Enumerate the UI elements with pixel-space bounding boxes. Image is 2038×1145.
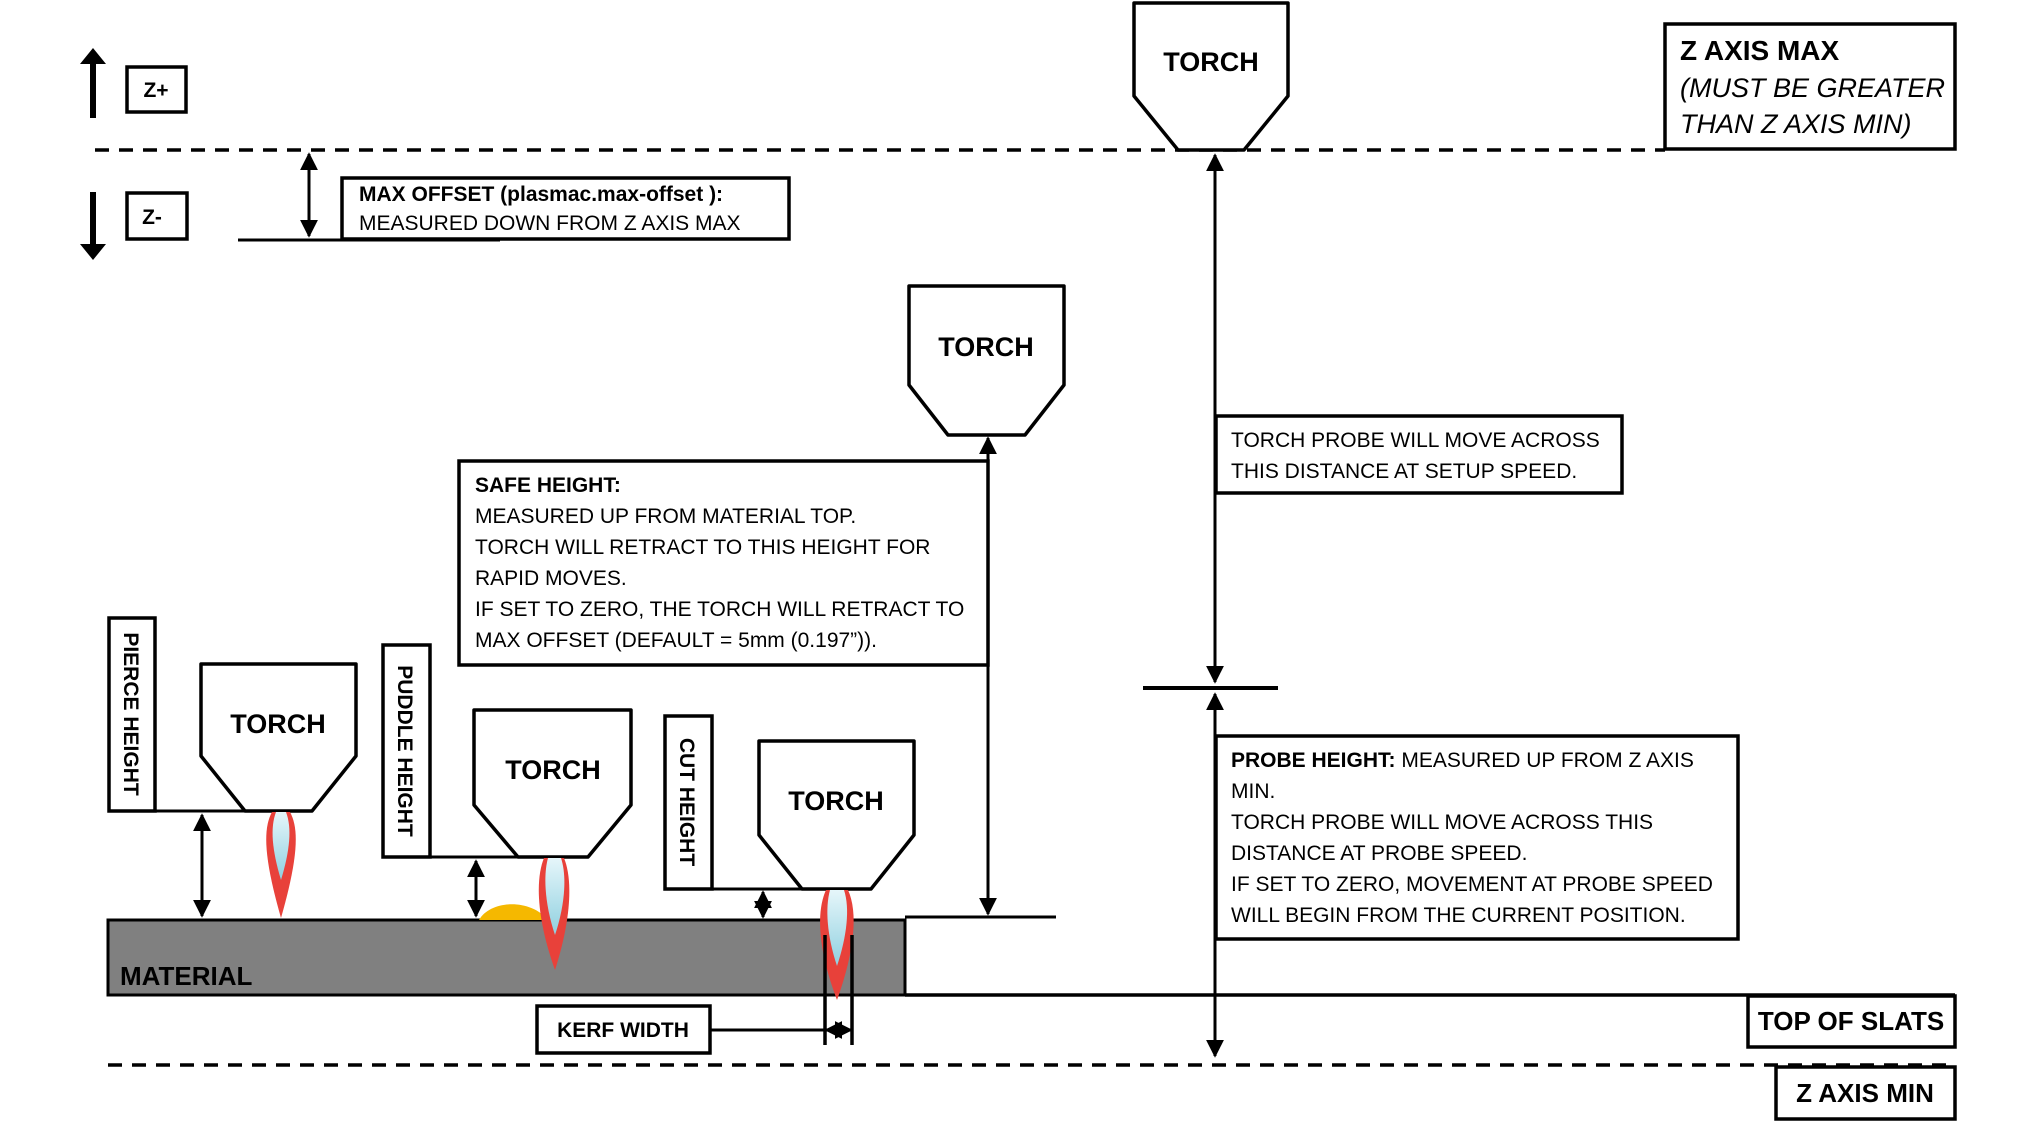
material-block [106, 918, 907, 997]
z-minus-indicator: Z- [80, 191, 189, 260]
puddle-height-label-box [381, 643, 432, 859]
svg-text:PROBE HEIGHT: MEASURED UP FROM: PROBE HEIGHT: MEASURED UP FROM Z AXIS [1231, 749, 1694, 772]
puddle-icon [479, 904, 548, 920]
torch-puddle [472, 708, 633, 859]
cut-flame-icon [820, 890, 854, 1000]
probe-height-title: PROBE HEIGHT: [1231, 749, 1396, 772]
cut-height-label-box [663, 714, 714, 891]
pierce-flame-icon [266, 812, 296, 918]
kerf-width-label: KERF WIDTH [557, 1019, 689, 1042]
safe-height-line-4: IF SET TO ZERO, THE TORCH WILL RETRACT T… [475, 598, 964, 621]
probe-height-line-3: DISTANCE AT PROBE SPEED. [1231, 842, 1527, 865]
top-of-slats-label: TOP OF SLATS [1758, 1006, 1944, 1036]
torch-pierce-label: TORCH [230, 709, 326, 739]
cut-height-label: CUT HEIGHT [675, 738, 698, 867]
torch-top: TORCH [1132, 1, 1290, 152]
pierce-height-label-box [107, 616, 157, 813]
z-plus-label: Z+ [143, 79, 168, 102]
probe-height-line-5: WILL BEGIN FROM THE CURRENT POSITION. [1231, 904, 1686, 927]
safe-height-title: SAFE HEIGHT: [475, 474, 621, 497]
z-plus-box [125, 65, 188, 114]
probe-height-title-rest: MEASURED UP FROM Z AXIS [1396, 749, 1694, 772]
puddle-flame-icon [538, 858, 570, 970]
safe-height-line-3: RAPID MOVES. [475, 567, 627, 590]
z-minus-label: Z- [142, 206, 162, 229]
cut-height-group: CUT HEIGHT TORCH [663, 714, 916, 1045]
probe-height-line-4: IF SET TO ZERO, MOVEMENT AT PROBE SPEED [1231, 873, 1713, 896]
probe-height-line-2: TORCH PROBE WILL MOVE ACROSS THIS [1231, 811, 1653, 834]
max-offset-text: MEASURED DOWN FROM Z AXIS MAX [359, 212, 741, 235]
safe-height-box: SAFE HEIGHT: MEASURED UP FROM MATERIAL T… [457, 459, 990, 667]
pierce-height-group: PIERCE HEIGHT TORCH [107, 616, 358, 918]
safe-height-line-5: MAX OFFSET (DEFAULT = 5mm (0.197”)). [475, 629, 877, 652]
torch-top-label: TORCH [1163, 47, 1259, 77]
top-of-slats-box: TOP OF SLATS [1746, 994, 1957, 1049]
probe-height-line-1: MIN. [1231, 780, 1275, 803]
probe-setup-box: TORCH PROBE WILL MOVE ACROSS THIS DISTAN… [1214, 414, 1624, 495]
max-offset-title: MAX OFFSET (plasmac.max-offset ): [359, 183, 723, 206]
material-label: MATERIAL [120, 961, 253, 991]
probe-height-box: PROBE HEIGHT: MEASURED UP FROM Z AXIS MI… [1214, 734, 1740, 941]
z-axis-max-note-1: (MUST BE GREATER [1680, 73, 1945, 103]
safe-height-line-1: MEASURED UP FROM MATERIAL TOP. [475, 505, 856, 528]
z-axis-max-title: Z AXIS MAX [1680, 35, 1840, 66]
torch-cut-label: TORCH [788, 786, 884, 816]
safe-height-line-2: TORCH WILL RETRACT TO THIS HEIGHT FOR [475, 536, 930, 559]
z-axis-max-note-2: THAN Z AXIS MIN) [1680, 109, 1912, 139]
torch-pierce [199, 662, 358, 813]
probe-setup-text-2: THIS DISTANCE AT SETUP SPEED. [1231, 460, 1577, 483]
probe-setup-text-1: TORCH PROBE WILL MOVE ACROSS [1231, 429, 1600, 452]
torch-safe-label: TORCH [938, 332, 1034, 362]
torch-safe-height: TORCH [907, 284, 1066, 437]
max-offset-box: MAX OFFSET (plasmac.max-offset ): MEASUR… [340, 176, 791, 241]
z-axis-min-label: Z AXIS MIN [1796, 1078, 1934, 1108]
puddle-height-group: PUDDLE HEIGHT TORCH [381, 643, 633, 970]
puddle-height-label: PUDDLE HEIGHT [393, 665, 416, 837]
z-minus-box [125, 191, 189, 241]
z-axis-max-box: Z AXIS MAX (MUST BE GREATER THAN Z AXIS … [1663, 22, 1957, 151]
torch-puddle-label: TORCH [505, 755, 601, 785]
kerf-width-group: KERF WIDTH [535, 1004, 853, 1055]
torch-cut [757, 739, 916, 891]
z-axis-min-box: Z AXIS MIN [1774, 1065, 1957, 1121]
z-plus-indicator: Z+ [80, 48, 188, 118]
pierce-height-label: PIERCE HEIGHT [119, 632, 142, 796]
